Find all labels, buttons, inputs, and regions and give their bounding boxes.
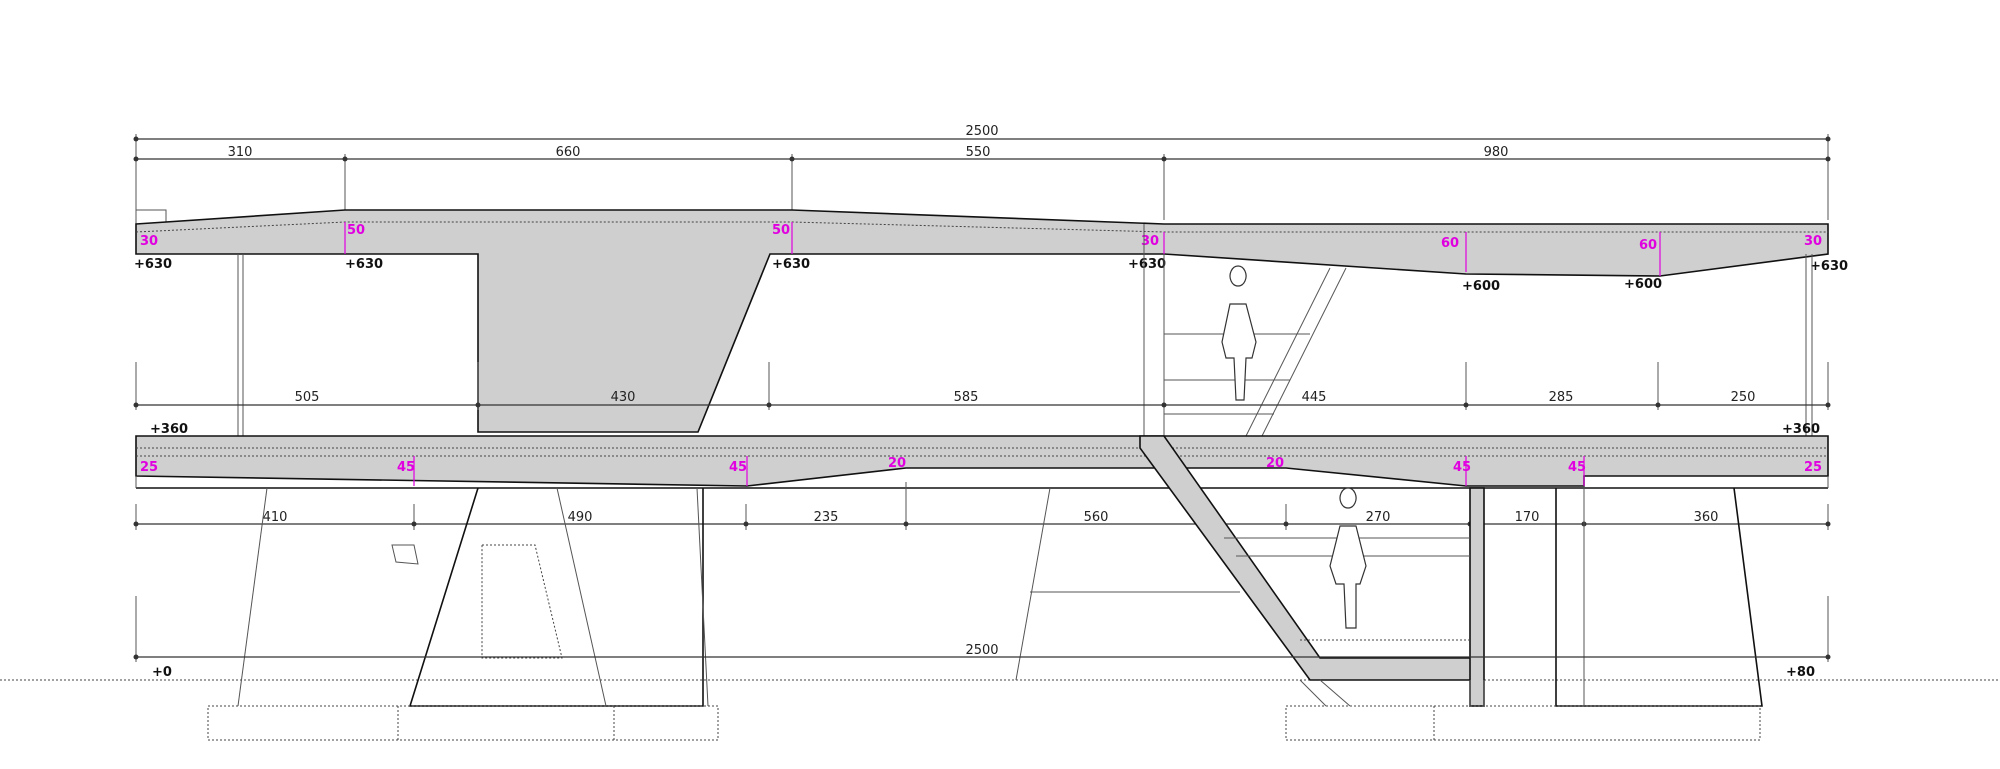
- dim-top-2: 660: [556, 145, 581, 160]
- dim-top-1: 310: [228, 145, 253, 160]
- roof-thk-2: 50: [347, 223, 365, 238]
- roof-thk-5: 60: [1441, 236, 1459, 251]
- floor-thk-7: 45: [1568, 460, 1586, 475]
- person-figure-lower: [1329, 487, 1367, 629]
- dim-low-2: 490: [568, 510, 593, 525]
- floor-slab: [135, 435, 1829, 489]
- roof-thickness-labels: 30 50 50 30 60 60 30: [140, 223, 1822, 253]
- ground-level-left: +0: [152, 665, 172, 680]
- person-figure-upper: [1221, 265, 1257, 401]
- floor-thk-6: 45: [1453, 460, 1471, 475]
- dim-mid-2: 430: [611, 390, 636, 405]
- dim-low-5: 270: [1366, 510, 1391, 525]
- dim-top-3: 550: [966, 145, 991, 160]
- roof-level-6: +600: [1624, 277, 1662, 292]
- floor-level-right: +360: [1782, 422, 1820, 437]
- roof-thk-4: 30: [1141, 234, 1159, 249]
- foundations: [207, 705, 1761, 741]
- roof-level-4: +630: [1128, 257, 1166, 272]
- dim-mid-6: 250: [1731, 390, 1756, 405]
- roof-level-5: +600: [1462, 279, 1500, 294]
- top-dimension-chain: 2500 310 660 550 980: [133, 124, 1831, 220]
- ground-level-right: +80: [1786, 665, 1815, 680]
- dim-low-3: 235: [814, 510, 839, 525]
- lower-storey: 2500: [133, 435, 1831, 707]
- floor-thickness-labels: 25 45 45 20 20 45 45 25: [140, 456, 1822, 475]
- mid-dimension-chain: 505 430 585 445 285 250: [133, 362, 1831, 410]
- dim-low-7: 360: [1694, 510, 1719, 525]
- dim-mid-3: 585: [954, 390, 979, 405]
- floor-thk-1: 25: [140, 460, 158, 475]
- dim-low-1: 410: [263, 510, 288, 525]
- roof-thk-1: 30: [140, 234, 158, 249]
- dim-bottom-total: 2500: [965, 643, 998, 658]
- floor-thk-4: 20: [888, 456, 906, 471]
- roof-thk-6: 60: [1639, 238, 1657, 253]
- roof-level-3: +630: [772, 257, 810, 272]
- floor-thk-2: 45: [397, 460, 415, 475]
- dim-mid-4: 445: [1302, 390, 1327, 405]
- roof-thk-7: 30: [1804, 234, 1822, 249]
- dim-low-4: 560: [1084, 510, 1109, 525]
- floor-thk-5: 20: [1266, 456, 1284, 471]
- roof-slab: [135, 209, 1829, 433]
- roof-level-labels: +630 +630 +630 +630 +600 +600 +630: [134, 257, 1848, 294]
- roof-level-2: +630: [345, 257, 383, 272]
- floor-level-left: +360: [150, 422, 188, 437]
- dim-mid-1: 505: [295, 390, 320, 405]
- low-dimension-chain: 410 490 235 560 270 170 360: [133, 482, 1831, 530]
- roof-level-1: +630: [134, 257, 172, 272]
- dim-top-total: 2500: [965, 124, 998, 139]
- dim-top-4: 980: [1484, 145, 1509, 160]
- floor-thk-3: 45: [729, 460, 747, 475]
- dim-mid-5: 285: [1549, 390, 1574, 405]
- roof-thk-3: 50: [772, 223, 790, 238]
- roof-level-7: +630: [1810, 259, 1848, 274]
- dim-low-6: 170: [1515, 510, 1540, 525]
- floor-thk-8: 25: [1804, 460, 1822, 475]
